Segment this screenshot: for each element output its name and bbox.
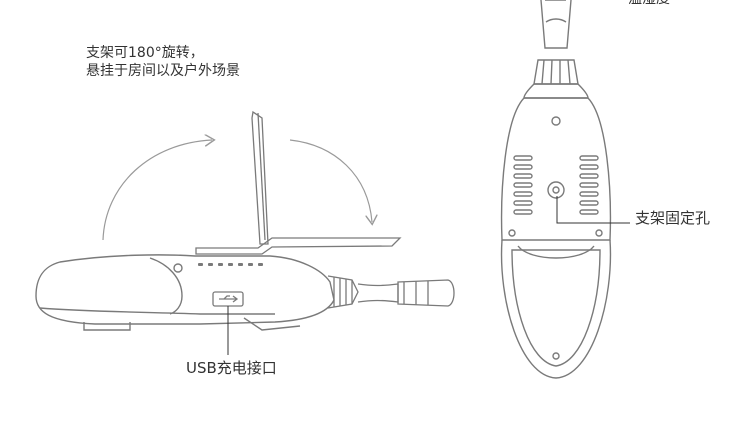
stand-rotation-note: 支架可180°旋转， 悬挂于房间以及户外场景 <box>86 44 240 80</box>
device-side-body <box>35 254 335 331</box>
top-partial-label: 温湿度 <box>628 0 670 8</box>
usb-port-icon <box>212 291 244 307</box>
stand-upright-outline <box>251 110 269 245</box>
stand-rotation-line-1: 支架可180°旋转， <box>86 45 204 61</box>
side-vent-dots <box>198 263 263 266</box>
rotation-arrow-right <box>289 139 372 222</box>
stand-folded-outline <box>195 237 402 255</box>
mount-hole-label: 支架固定孔 <box>635 209 711 227</box>
stand-rotation-line-2: 悬挂于房间以及户外场景 <box>86 63 240 79</box>
device-back-body <box>500 0 612 379</box>
back-vent-slots-right <box>579 155 599 215</box>
sensor-probe-side <box>327 275 455 309</box>
back-vent-slots-left <box>513 155 533 215</box>
rotation-arrow-left <box>102 140 212 241</box>
mount-hole-callout-line <box>556 196 630 224</box>
usb-port-label: USB充电接口 <box>186 359 277 377</box>
